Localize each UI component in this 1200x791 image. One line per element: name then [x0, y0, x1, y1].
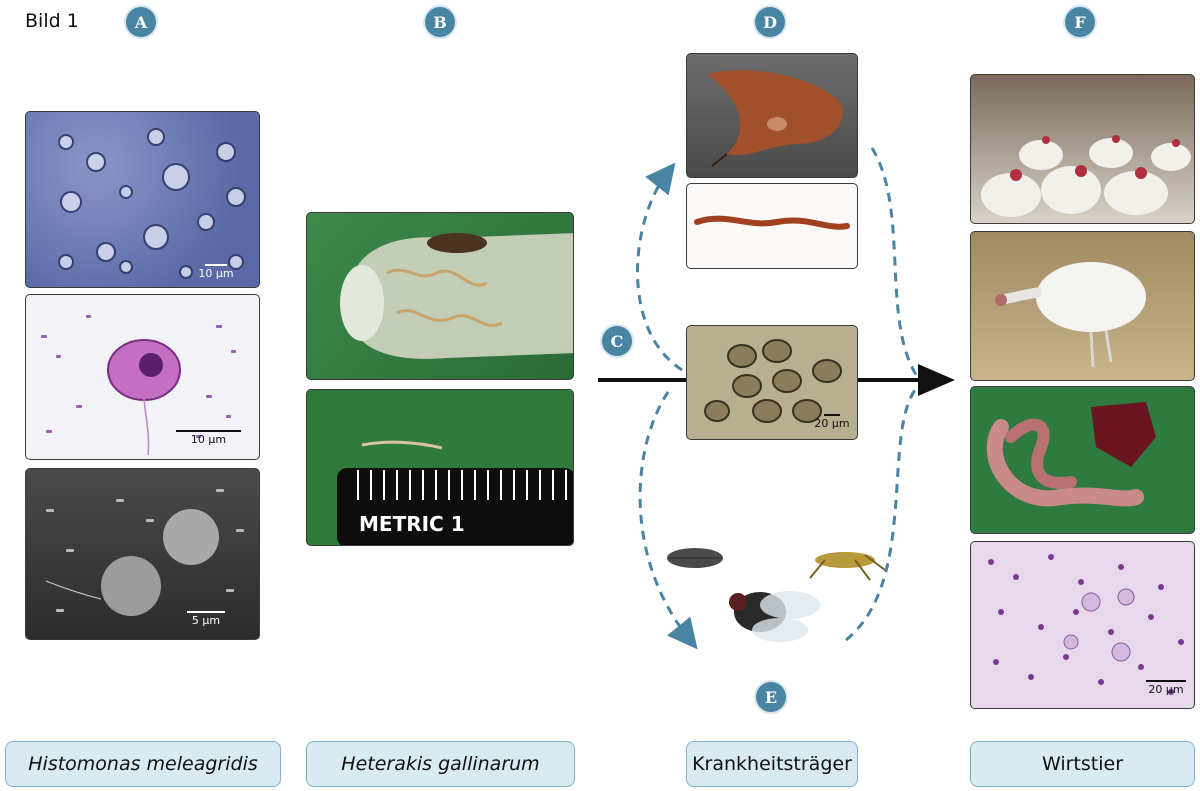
- badge-d: D: [755, 7, 785, 37]
- grasshopper-illustration: [809, 552, 886, 581]
- figure-label: Bild 1: [25, 10, 79, 32]
- photo-heterakis-with-ruler: METRIC 1: [306, 389, 574, 546]
- dashed-curve-e-to-f: [845, 385, 920, 642]
- sem-histomonas: 5 µm: [25, 468, 260, 640]
- photo-caeca-and-liver: [970, 386, 1195, 534]
- label-heterakis: Heterakis gallinarum: [306, 741, 575, 787]
- badge-c: C: [602, 326, 632, 356]
- isopod-illustration: [667, 548, 723, 568]
- scalebar-a3: 5 µm: [181, 611, 231, 627]
- label-histomonas: Histomonas meleagridis: [5, 741, 281, 787]
- ruler-ticks: [357, 470, 567, 500]
- micrograph-heterakis-eggs: 20 µm: [686, 325, 858, 440]
- scalebar-a2: 10 µm: [176, 430, 241, 446]
- micrograph-histomonas-stained: 10 µm: [25, 294, 260, 460]
- badge-e: E: [756, 682, 786, 712]
- label-vectors: Krankheitsträger: [686, 741, 858, 787]
- dashed-curve-d-to-f: [870, 147, 920, 379]
- dashed-arrow-to-e: [638, 391, 698, 650]
- badge-f: F: [1065, 7, 1095, 37]
- photo-earthworm: [686, 183, 858, 269]
- fly-illustration: [729, 591, 820, 642]
- photo-heterakis-larvae: [306, 212, 574, 380]
- badge-b: B: [425, 7, 455, 37]
- scalebar-c-eggs: 20 µm: [812, 414, 852, 430]
- label-host: Wirtstier: [970, 741, 1195, 787]
- badge-a: A: [126, 7, 156, 37]
- scalebar-a1: 10 µm: [196, 264, 236, 280]
- scalebar-f-histo: 20 µm: [1141, 680, 1191, 696]
- micrograph-histomonas-culture: 10 µm: [25, 111, 260, 288]
- photo-turkey-flock: [970, 74, 1195, 224]
- insects-group: [667, 548, 886, 642]
- main-arrow-head: [918, 364, 955, 396]
- ruler-text: METRIC 1: [359, 512, 465, 536]
- photo-slug: [686, 53, 858, 178]
- dashed-arrow-to-d: [636, 162, 683, 372]
- photo-sick-turkey: [970, 231, 1195, 381]
- histology-liver: 20 µm: [970, 541, 1195, 709]
